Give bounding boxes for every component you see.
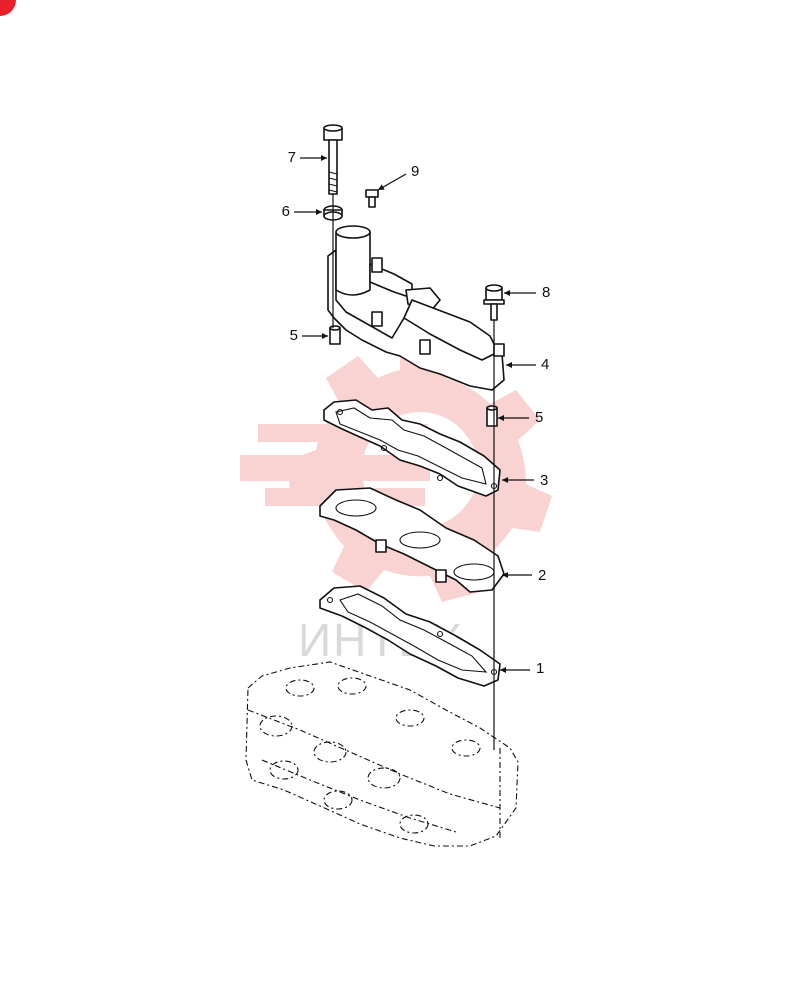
- callout-label-5: 5: [535, 409, 543, 426]
- callout-label-9: 9: [411, 163, 419, 180]
- part-2-spacer-plate: [319, 487, 505, 593]
- callout-arrowhead-7: [321, 155, 327, 161]
- callout-label-7: 7: [288, 149, 296, 166]
- callout-label-3: 3: [540, 472, 548, 489]
- callout-arrowhead-3: [502, 477, 508, 483]
- callout-group: 1 2 3 4 5 5 6 7 8 9: [282, 149, 551, 677]
- callout-arrowhead-4: [506, 362, 512, 368]
- part-1-lower-gasket: [319, 585, 501, 687]
- callout-label-6: 6: [282, 203, 290, 220]
- part-9-small-screw: [365, 189, 379, 208]
- callout-label-5: 5: [290, 327, 298, 344]
- watermark-gear-logo-icon: [240, 350, 552, 602]
- part-8-flange-bolt: [483, 284, 505, 321]
- callout-label-4: 4: [541, 356, 549, 373]
- cylinder-head-phantom: [245, 661, 519, 847]
- callout-arrowhead-1: [500, 667, 506, 673]
- part-3-upper-gasket: [323, 399, 501, 497]
- part-7-long-bolt: [323, 124, 343, 195]
- part-5-dowel-pin-right: [486, 405, 498, 427]
- callout-label-2: 2: [538, 567, 546, 584]
- callout-arrowhead-5: [322, 333, 328, 339]
- callout-label-1: 1: [536, 660, 544, 677]
- part-4-intake-manifold: [327, 225, 505, 391]
- callout-arrowhead-6: [316, 209, 322, 215]
- callout-arrowhead-5: [498, 415, 504, 421]
- part-5-dowel-pin-left: [329, 325, 341, 345]
- callout-arrowhead-9: [378, 184, 385, 190]
- corner-badge: [0, 0, 16, 16]
- callout-arrowhead-2: [502, 572, 508, 578]
- callout-label-8: 8: [542, 284, 550, 301]
- callout-arrowhead-8: [504, 290, 510, 296]
